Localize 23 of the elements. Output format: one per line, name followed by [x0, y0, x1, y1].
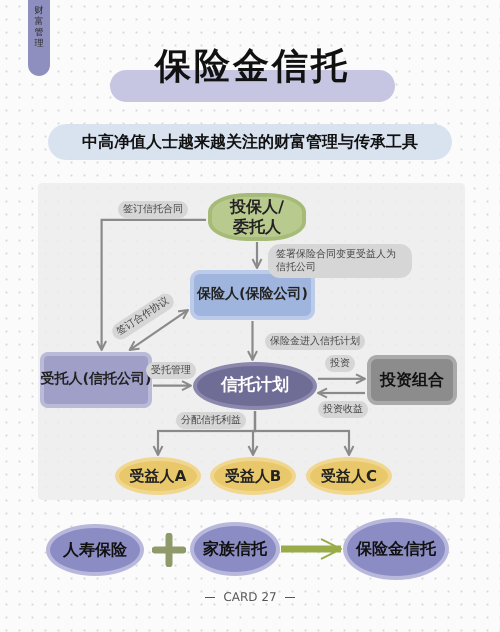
arrow: [247, 321, 258, 361]
edge-label: 投资: [325, 355, 355, 372]
arrow: [153, 380, 192, 392]
edge-label: 投资收益: [318, 401, 368, 418]
arrow: [318, 373, 366, 384]
process-box: 保险人(保险公司): [190, 270, 315, 320]
arrow: [254, 411, 354, 456]
arrow: [96, 218, 206, 351]
side-tab: 财富管理: [28, 0, 50, 76]
page-number: CARD 27: [223, 590, 277, 604]
process-blob: 家族信托: [190, 522, 280, 576]
arrow: [281, 538, 342, 560]
subtitle-band: 中高净值人士越来越关注的财富管理与传承工具: [48, 124, 452, 160]
arrow: [128, 309, 189, 351]
arrow: [252, 242, 262, 269]
process-blob: 人寿保险: [46, 524, 144, 576]
edge-label: 保险金进入信托计划: [265, 333, 365, 350]
edge-label: 签署保险合同变更受益人为信托公司: [268, 244, 412, 278]
edge-label: 分配信托利益: [176, 412, 246, 429]
process-blob: 保险金信托: [343, 518, 449, 580]
edge-label: 签订信托合同: [118, 201, 188, 218]
arrow: [317, 388, 365, 398]
process-box: 投资组合: [367, 355, 457, 405]
